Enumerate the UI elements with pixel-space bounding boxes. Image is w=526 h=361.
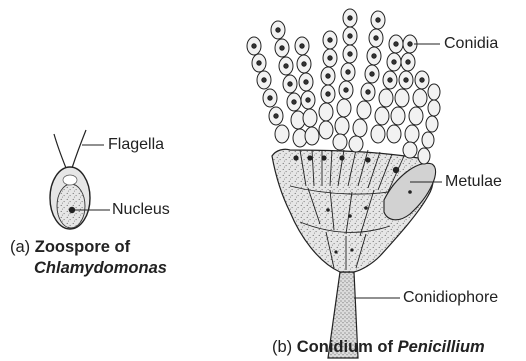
flagellum-left: [54, 134, 66, 168]
caption-a-line2: Chlamydomonas: [34, 258, 167, 278]
conidia-chains: [247, 9, 440, 164]
caption-a-letter: (a): [10, 238, 30, 256]
caption-b-letter: (b): [272, 338, 292, 356]
caption-a-line1: (a) Zoospore of: [10, 237, 130, 257]
label-metulae: Metulae: [445, 173, 502, 191]
label-conidiophore: Conidiophore: [403, 289, 498, 307]
zoospore-nucleus: [69, 207, 75, 213]
caption-b-text: Conidium of: [297, 338, 393, 356]
caption-a-genus: Chlamydomonas: [34, 259, 167, 277]
label-flagella: Flagella: [108, 136, 164, 154]
caption-a-text: Zoospore of: [35, 238, 130, 256]
flagellum-right: [72, 130, 86, 168]
zoospore-anterior: [63, 175, 77, 185]
conidia-chain: [319, 31, 337, 139]
label-conidia: Conidia: [444, 35, 498, 53]
label-nucleus: Nucleus: [112, 201, 170, 219]
zoospore-chloroplast: [57, 184, 85, 228]
caption-b-genus: Penicillium: [398, 338, 485, 356]
zoospore-diagram: [50, 130, 110, 229]
caption-b: (b) Conidium of Penicillium: [272, 337, 485, 357]
